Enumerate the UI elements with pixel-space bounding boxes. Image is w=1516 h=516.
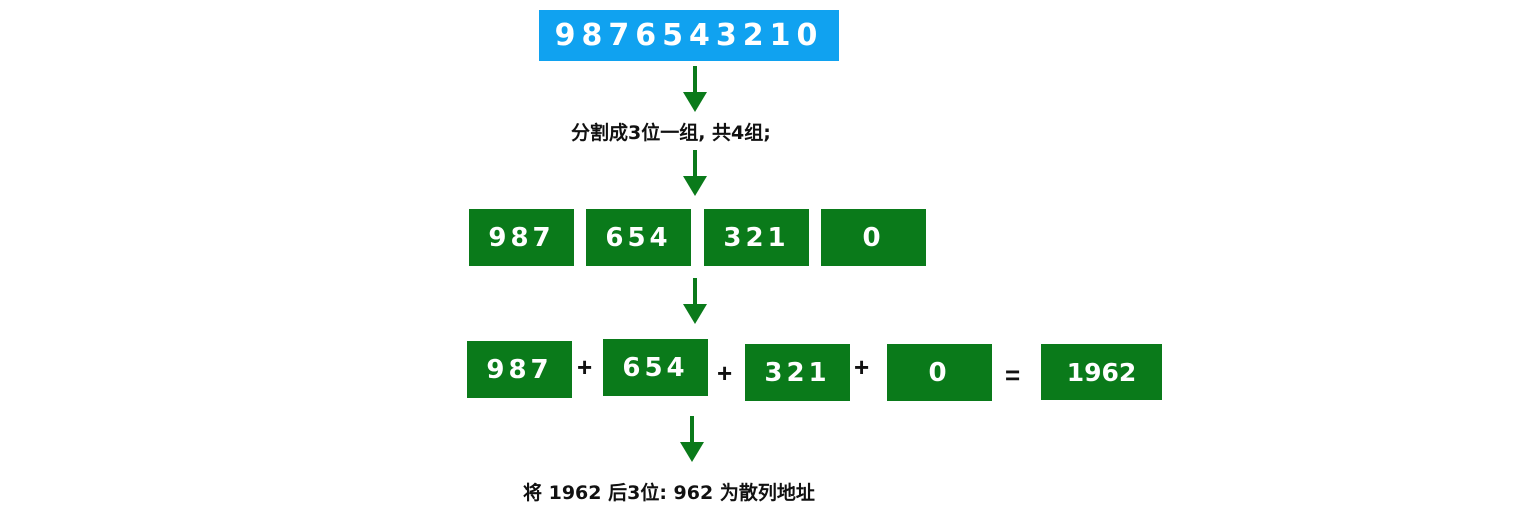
group-box: 0 bbox=[821, 209, 926, 266]
plus-sign: + bbox=[854, 352, 870, 382]
sum-result-text: 1962 bbox=[1066, 357, 1137, 387]
down-arrow-icon bbox=[683, 66, 707, 112]
sum-term-text: 0 bbox=[928, 357, 951, 388]
equals-sign: = bbox=[1005, 360, 1021, 390]
group-box-text: 654 bbox=[605, 222, 672, 253]
group-box: 654 bbox=[586, 209, 691, 266]
sum-term-text: 987 bbox=[486, 354, 553, 385]
hash-address-label: 将 1962 后3位: 962 为散列地址 bbox=[523, 482, 815, 504]
sum-term-text: 321 bbox=[764, 357, 831, 388]
down-arrow-icon bbox=[683, 150, 707, 196]
sum-result-box: 1962 bbox=[1041, 344, 1162, 400]
plus-sign: + bbox=[577, 352, 593, 382]
sum-term-box: 321 bbox=[745, 344, 850, 401]
source-number-box: 9876543210 bbox=[539, 10, 839, 61]
split-step-label: 分割成3位一组, 共4组; bbox=[571, 122, 771, 144]
group-box: 321 bbox=[704, 209, 809, 266]
group-box-text: 321 bbox=[723, 222, 790, 253]
down-arrow-icon bbox=[683, 278, 707, 324]
sum-term-box: 0 bbox=[887, 344, 992, 401]
group-box-text: 0 bbox=[862, 222, 885, 253]
down-arrow-icon bbox=[680, 416, 704, 462]
plus-sign: + bbox=[717, 358, 733, 388]
sum-term-text: 654 bbox=[622, 352, 689, 383]
sum-term-box: 654 bbox=[603, 339, 708, 396]
sum-term-box: 987 bbox=[467, 341, 572, 398]
group-box-text: 987 bbox=[488, 222, 555, 253]
group-box: 987 bbox=[469, 209, 574, 266]
source-number-text: 9876543210 bbox=[554, 18, 824, 53]
